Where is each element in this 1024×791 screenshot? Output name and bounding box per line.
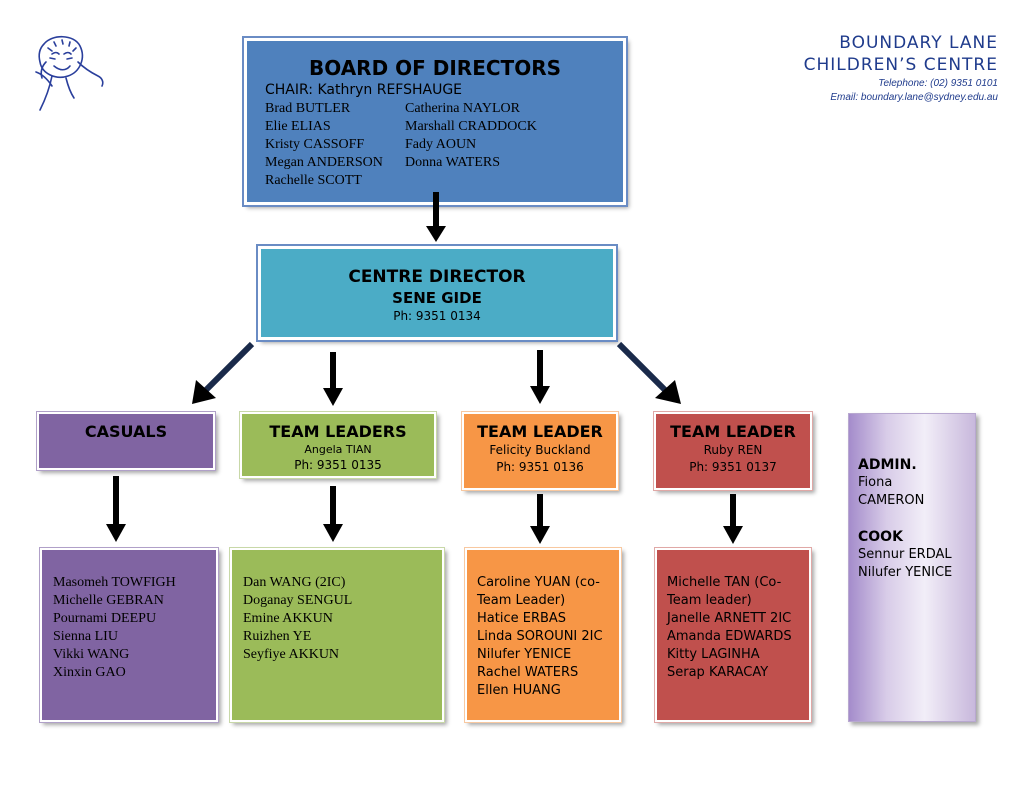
casual-member: Sienna LIU <box>53 629 118 644</box>
team-green-box: TEAM LEADERS Angela TIAN Ph: 9351 0135 <box>239 411 437 479</box>
arrow-down-icon <box>723 494 743 544</box>
board-member: Donna WATERS <box>405 155 501 170</box>
arrow-down-icon <box>323 352 343 406</box>
spacer <box>858 510 975 528</box>
casual-member: Pournami DEEPU <box>53 611 157 626</box>
team-orange-member: Caroline YUAN (co- <box>477 575 600 590</box>
team-orange-member: Linda SOROUNI 2IC <box>477 629 603 644</box>
casual-member: Masomeh TOWFIGH <box>53 575 176 590</box>
team-red-member: Michelle TAN (Co- <box>667 575 782 590</box>
team-red-member: Kitty LAGINHA <box>667 647 760 662</box>
casuals-title: CASUALS <box>84 422 168 441</box>
org-telephone: Telephone: (02) 9351 0101 <box>878 78 998 89</box>
admin-cook-box: ADMIN. Fiona CAMERON COOK Sennur ERDAL N… <box>848 413 976 722</box>
centre-director-box: CENTRE DIRECTOR SENE GIDE Ph: 9351 0134 <box>256 244 618 342</box>
team-red-member: Amanda EDWARDS <box>667 629 792 644</box>
admin-title: ADMIN. <box>858 457 917 473</box>
team-green-member: Emine AKKUN <box>243 611 333 626</box>
team-orange-leader: Felicity Buckland <box>489 443 591 457</box>
org-name-line2: CHILDREN’S CENTRE <box>803 55 998 75</box>
board-member: Megan ANDERSON <box>265 155 383 170</box>
team-orange-phone: Ph: 9351 0136 <box>496 460 584 474</box>
team-red-leader: Ruby REN <box>703 443 763 457</box>
team-orange-title: TEAM LEADER <box>477 422 603 441</box>
arrow-down-icon <box>530 350 550 404</box>
team-red-member: Team leader) <box>667 593 752 608</box>
team-orange-box: TEAM LEADER Felicity Buckland Ph: 9351 0… <box>461 411 619 491</box>
admin-name: Fiona <box>858 475 893 490</box>
team-red-member: Serap KARACAY <box>667 665 769 680</box>
team-orange-member: Hatice ERBAS <box>477 611 567 626</box>
team-red-title: TEAM LEADER <box>670 422 796 441</box>
board-member: Catherina NAYLOR <box>405 101 520 116</box>
arrow-diagonal-right-icon <box>616 341 681 404</box>
arrow-diagonal-left-icon <box>192 341 255 404</box>
board-member: Elie ELIAS <box>265 119 331 134</box>
team-orange-member: Nilufer YENICE <box>477 647 572 662</box>
admin-name: CAMERON <box>858 493 925 508</box>
team-red-member: Janelle ARNETT 2IC <box>667 611 792 626</box>
casual-member: Xinxin GAO <box>53 665 126 680</box>
team-green-phone: Ph: 9351 0135 <box>294 458 382 472</box>
child-drawing-logo-icon <box>35 35 104 111</box>
board-member: Fady AOUN <box>405 137 477 152</box>
team-green-members-box: Dan WANG (2IC) Doganay SENGUL Emine AKKU… <box>229 547 445 723</box>
arrow-down-icon <box>530 494 550 544</box>
org-name-line1: BOUNDARY LANE <box>839 33 998 53</box>
director-name: SENE GIDE <box>392 289 482 307</box>
casuals-members-box: Masomeh TOWFIGH Michelle GEBRAN Pournami… <box>39 547 219 723</box>
arrow-down-icon <box>106 476 126 542</box>
board-of-directors-box: BOARD OF DIRECTORS CHAIR: Kathryn REFSHA… <box>242 36 628 207</box>
board-title: BOARD OF DIRECTORS <box>308 56 561 80</box>
casuals-box: CASUALS <box>36 411 216 471</box>
board-member: Marshall CRADDOCK <box>405 119 537 134</box>
team-green-member: Ruizhen YE <box>243 629 312 644</box>
team-red-box: TEAM LEADER Ruby REN Ph: 9351 0137 <box>653 411 813 491</box>
team-orange-member: Ellen HUANG <box>477 683 561 698</box>
org-header: BOUNDARY LANE CHILDREN’S CENTRE Telephon… <box>804 32 998 105</box>
cook-name: Sennur ERDAL <box>858 547 952 562</box>
team-orange-members-box: Caroline YUAN (co- Team Leader) Hatice E… <box>464 547 622 723</box>
team-red-phone: Ph: 9351 0137 <box>689 460 777 474</box>
team-red-members-box: Michelle TAN (Co- Team leader) Janelle A… <box>654 547 812 723</box>
casual-member: Vikki WANG <box>53 647 130 662</box>
board-members-right: Catherina NAYLOR Marshall CRADDOCK Fady … <box>405 100 537 172</box>
team-green-leader: Angela TIAN <box>304 443 372 456</box>
board-chair: CHAIR: Kathryn REFSHAUGE <box>265 82 463 98</box>
team-green-member: Dan WANG (2IC) <box>243 575 346 590</box>
org-email: Email: boundary.lane@sydney.edu.au <box>830 92 998 103</box>
director-title: CENTRE DIRECTOR <box>348 267 526 287</box>
team-orange-member: Rachel WATERS <box>477 665 579 680</box>
arrow-down-icon <box>426 192 446 242</box>
casual-member: Michelle GEBRAN <box>53 593 164 608</box>
director-phone: Ph: 9351 0134 <box>393 309 481 323</box>
board-member: Rachelle SCOTT <box>265 173 362 188</box>
team-green-member: Doganay SENGUL <box>243 593 353 608</box>
board-member: Brad BUTLER <box>265 101 351 116</box>
cook-name: Nilufer YENICE <box>858 565 953 580</box>
team-green-member: Seyfiye AKKUN <box>243 647 340 662</box>
arrow-down-icon <box>323 486 343 542</box>
team-green-title: TEAM LEADERS <box>269 422 407 441</box>
team-orange-member: Team Leader) <box>477 593 566 608</box>
cook-title: COOK <box>858 529 903 545</box>
board-members-left: Brad BUTLER Elie ELIAS Kristy CASSOFF Me… <box>265 100 383 190</box>
board-member: Kristy CASSOFF <box>265 137 365 152</box>
